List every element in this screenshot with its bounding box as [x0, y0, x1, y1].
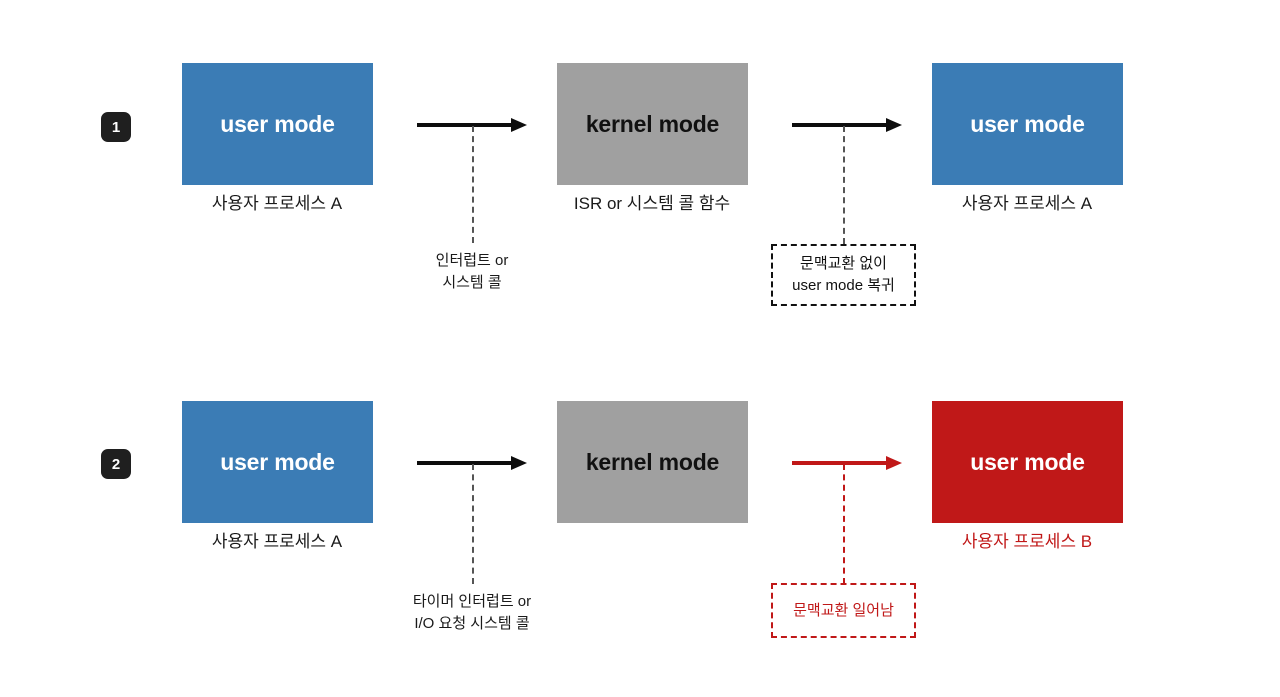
row1-user-mode-box-a: user mode [182, 63, 373, 185]
row1-callout-line1: 문맥교환 없이 [800, 255, 887, 273]
row2-connector-2 [843, 464, 845, 584]
row1-connector-2 [843, 126, 845, 244]
row2-user-mode-box-b: user mode [932, 401, 1123, 523]
row2-user-mode-label-b: user mode [970, 448, 1085, 475]
row1-caption-kernel: ISR or 시스템 콜 함수 [573, 194, 731, 213]
row2-connector-1 [472, 464, 474, 584]
row1-kernel-mode-box: kernel mode [557, 63, 748, 185]
row2-user-mode-box-a: user mode [182, 401, 373, 523]
row2-caption-b: 사용자 프로세스 B [961, 532, 1093, 551]
row1-annotation-1: 인터럽트 or 시스템 콜 [362, 250, 582, 294]
row2-callout-context-switch: 문맥교환 일어남 [771, 583, 916, 638]
row1-callout-line2: user mode 복귀 [792, 277, 895, 294]
row2-arrow-1 [417, 456, 527, 470]
row1-connector-1 [472, 126, 474, 243]
row1-user-mode-box-b: user mode [932, 63, 1123, 185]
row1-user-mode-label-a: user mode [220, 110, 335, 137]
row1-arrow-1-head [511, 118, 527, 132]
row2-caption-a: 사용자 프로세스 A [211, 532, 343, 551]
row2-annotation-1-line1: 타이머 인터럽트 or [412, 593, 532, 610]
row1-arrow-2 [792, 118, 902, 132]
row1-arrow-2-shaft [792, 123, 887, 127]
row2-arrow-1-shaft [417, 461, 512, 465]
row2-kernel-mode-label: kernel mode [585, 448, 720, 475]
row2-arrow-2-head [886, 456, 902, 470]
row2-arrow-2 [792, 456, 902, 470]
row1-caption-b: 사용자 프로세스 A [961, 194, 1093, 213]
row2-callout-line1: 문맥교환 일어남 [793, 601, 894, 619]
row1-callout-no-context-switch: 문맥교환 없이 user mode 복귀 [771, 244, 916, 306]
step-badge-2: 2 [101, 449, 131, 479]
row1-kernel-mode-label: kernel mode [585, 110, 720, 137]
row1-user-mode-label-b: user mode [970, 110, 1085, 137]
row1-annotation-1-line2: 시스템 콜 [442, 273, 502, 291]
row2-annotation-1-line2: I/O 요청 시스템 콜 [414, 614, 530, 632]
row2-arrow-2-shaft [792, 461, 887, 465]
row2-kernel-mode-box: kernel mode [557, 401, 748, 523]
row1-arrow-1 [417, 118, 527, 132]
row2-arrow-1-head [511, 456, 527, 470]
row2-user-mode-label-a: user mode [220, 448, 335, 475]
row1-arrow-2-head [886, 118, 902, 132]
row1-annotation-1-line1: 인터럽트 or [435, 252, 509, 269]
step-badge-1: 1 [101, 112, 131, 142]
row1-arrow-1-shaft [417, 123, 512, 127]
row2-annotation-1: 타이머 인터럽트 or I/O 요청 시스템 콜 [352, 591, 592, 635]
row1-caption-a: 사용자 프로세스 A [211, 194, 343, 213]
